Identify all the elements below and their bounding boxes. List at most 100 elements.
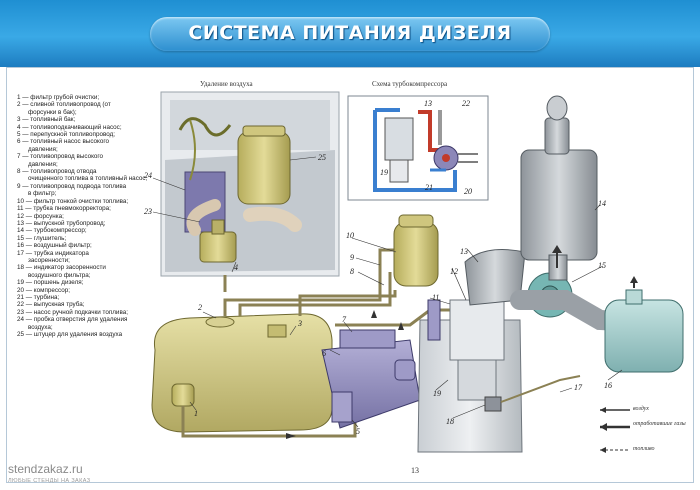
caption-air-removal: Удаление воздуха [200, 80, 253, 88]
legend-text: — трубка индикатора [25, 249, 89, 257]
legend-text-continuation: засоренности; [28, 256, 70, 264]
legend-text: — компрессор; [25, 286, 71, 294]
callout-3: 3 [297, 319, 302, 328]
legend-item: 10 — фильтр тонкой очистки топлива; [17, 198, 157, 205]
callout-12: 12 [450, 267, 458, 276]
legend-item: 13 — выпускной трубопровод; [17, 220, 157, 227]
key-air: воздух [633, 406, 649, 412]
legend-text: — турбокомпрессор; [25, 227, 87, 235]
callout-7: 7 [342, 315, 347, 324]
legend-text: — пробка отверстия для удаления [25, 316, 128, 324]
legend-text: — топливопровод подвода топлива [22, 182, 127, 190]
callout-13: 13 [460, 247, 468, 256]
callout-15: 15 [598, 261, 606, 270]
legend-number: 11 [17, 205, 24, 213]
legend-number: 5 [17, 131, 21, 139]
callout-1: 1 [194, 409, 198, 418]
page-title: СИСТЕМА ПИТАНИЯ ДИЗЕЛЯ [188, 22, 512, 44]
key-exhaust: отработавшие газы [633, 421, 686, 427]
engine-block [417, 299, 523, 453]
callout-2: 2 [198, 303, 202, 312]
legend-number: 20 [17, 286, 25, 294]
legend-item: 1 — фильтр грубой очистки; [17, 94, 157, 101]
air-removal-inset [160, 91, 340, 277]
legend-number: 12 [17, 212, 25, 220]
legend-text: — трубка пневмокорректора; [25, 205, 111, 213]
legend-text: — форсунка; [25, 212, 64, 220]
legend-text-continuation: форсунки в бак); [28, 108, 77, 116]
legend-number: 23 [17, 308, 25, 316]
legend-number: 6 [17, 138, 21, 146]
legend-number: 10 [17, 197, 25, 205]
legend-item: 22 — выпускная труба; [17, 301, 157, 308]
legend-item: 21 — турбина; [17, 294, 157, 301]
legend-number: 14 [17, 227, 25, 235]
legend-item: 4 — топливоподкачивающий насос; [17, 124, 157, 131]
turbo-scheme-inset [347, 95, 489, 201]
legend-text: — турбина; [25, 293, 60, 301]
callout-numbers: 1 2 3 4 5 6 7 8 9 10 11 12 13 14 15 16 1… [144, 99, 612, 436]
title-band [150, 17, 550, 51]
key-arrows [600, 407, 630, 453]
legend-text: — выпускной трубопровод; [25, 219, 106, 227]
legend-item: 20 — компрессор; [17, 287, 157, 294]
legend-text: — топливный бак; [22, 116, 76, 124]
clog-indicator [484, 375, 581, 412]
caption-turbo-scheme: Схема турбокомпрессора [372, 80, 448, 88]
legend-text: — топливоподкачивающий насос; [22, 123, 122, 131]
injection-pump [321, 329, 421, 429]
legend-number: 22 [17, 301, 25, 309]
legend-text: — фильтр тонкой очистки топлива; [25, 197, 129, 205]
legend-item: 19 — поршень дизеля; [17, 279, 157, 286]
legend-number: 17 [17, 249, 25, 257]
callout-25: 25 [318, 153, 326, 162]
key-fuel: топливо [633, 446, 655, 452]
callout-18: 18 [446, 417, 454, 426]
legend-number: 9 [17, 182, 21, 190]
legend-text: — воздушный фильтр; [25, 242, 92, 250]
legend-text: — насос ручной подкачки топлива; [25, 308, 128, 316]
callout-19: 19 [433, 389, 441, 398]
legend-item: 16 — воздушный фильтр; [17, 242, 157, 249]
legend-text: — индикатор засоренности [25, 264, 106, 272]
legend-text: — штуцер для удаления воздуха [25, 331, 123, 338]
flow-arrows [286, 310, 404, 439]
legend-item: 14 — турбокомпрессор; [17, 227, 157, 234]
legend-number: 13 [17, 219, 25, 227]
page-number: 13 [411, 466, 419, 475]
legend-text: — топливный насос высокого [22, 138, 110, 146]
callout-13-scheme: 13 [424, 99, 432, 108]
legend-number: 24 [17, 316, 25, 324]
legend-text-continuation: давления; [28, 160, 58, 168]
air-filter [604, 276, 684, 373]
legend-number: 7 [17, 153, 21, 161]
callout-22: 22 [462, 99, 470, 108]
callout-5: 5 [356, 427, 360, 436]
callout-9: 9 [350, 253, 354, 262]
legend-text: — выпускная труба; [25, 301, 85, 309]
legend-item: 5 — перепускной топливопровод; [17, 131, 157, 138]
legend-item: 3 — топливный бак; [17, 116, 157, 123]
leader-lines [152, 156, 623, 428]
callout-14: 14 [598, 199, 606, 208]
fuel-tank [151, 313, 333, 433]
callout-6: 6 [322, 349, 326, 358]
legend-text-continuation: давления; [28, 145, 58, 153]
legend-text: — глушитель; [25, 234, 67, 242]
legend-text-continuation: воздушного фильтра; [28, 271, 91, 279]
legend-number: 21 [17, 293, 25, 301]
callout-10: 10 [346, 231, 354, 240]
callout-20: 20 [464, 187, 472, 196]
legend-item: 12 — форсунка; [17, 213, 157, 220]
legend-text: — топливопровод высокого [22, 153, 104, 161]
legend-number: 19 [17, 279, 25, 287]
